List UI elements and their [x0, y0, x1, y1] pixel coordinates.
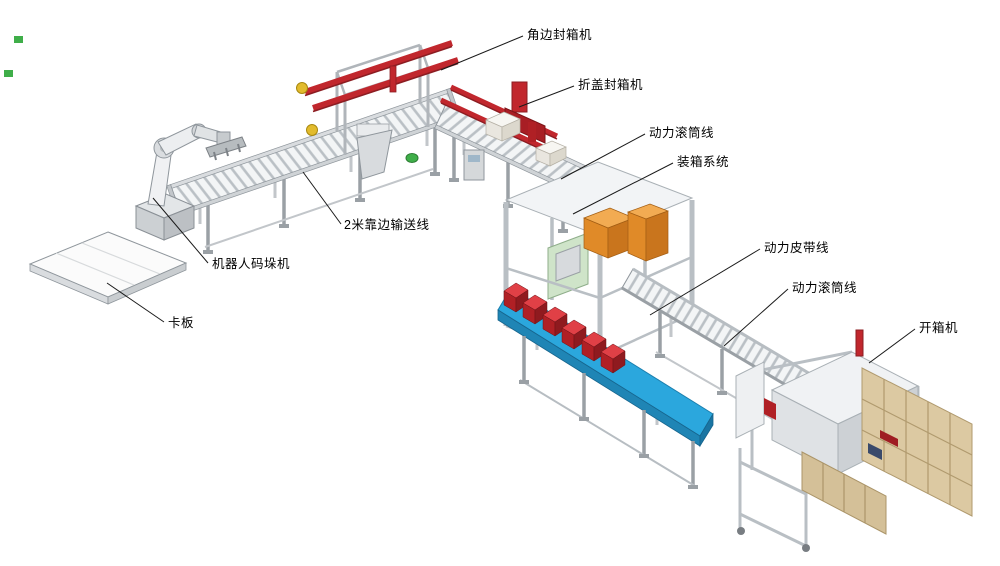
carton-erector-machine	[735, 329, 973, 552]
label-pallet: 卡板	[168, 316, 195, 330]
corner-sealer-machine	[296, 40, 459, 180]
label-corner-sealer: 角边封箱机	[527, 28, 593, 42]
orange-box	[583, 207, 635, 259]
erector-left-panel	[735, 361, 765, 439]
leader-pallet	[106, 282, 165, 323]
caster-wheel	[802, 544, 810, 552]
label-robot: 机器人码垛机	[212, 257, 291, 271]
leader-edge-conveyor	[302, 171, 342, 225]
leader-roller-2	[723, 288, 789, 347]
belt-lower-rail	[519, 379, 696, 487]
dark-part	[868, 443, 882, 460]
leader-lines	[106, 35, 916, 364]
label-edge-conveyor: 2米靠边输送线	[344, 218, 430, 232]
robot-palletizer-machine	[134, 123, 247, 241]
carton-on-line	[485, 111, 521, 142]
conveyor-lower-rail	[204, 168, 434, 248]
leader-packing	[572, 162, 674, 215]
packer-top-cover	[504, 161, 694, 237]
sealer-head-post	[511, 81, 528, 113]
flap-sealer-machine	[434, 81, 591, 233]
robot-base-side	[163, 205, 195, 241]
leader-flap-sealer	[518, 85, 575, 108]
hopper	[356, 129, 393, 180]
yellow-knob	[296, 82, 308, 94]
green-indicator	[405, 153, 419, 163]
carton-on-line	[535, 140, 567, 167]
leader-roller-1	[560, 133, 646, 180]
red-guide-rails	[304, 40, 459, 113]
red-part	[764, 398, 776, 420]
leader-corner-sealer	[440, 35, 524, 71]
pallet-board	[28, 231, 188, 305]
power-belt-conveyor	[497, 282, 714, 489]
roller2-lower-rail	[655, 351, 789, 429]
blank-magazine-panel	[861, 367, 973, 517]
orange-box	[627, 203, 669, 262]
leader-erector	[868, 328, 916, 364]
sealer-bar	[528, 122, 536, 142]
label-carton-erector: 开箱机	[919, 321, 959, 335]
red-product-boxes	[503, 282, 626, 374]
magazine-lattice	[861, 379, 973, 505]
green-mark	[4, 70, 13, 77]
red-part	[880, 430, 898, 447]
robot-gripper	[205, 136, 247, 158]
label-packing-system: 装箱系统	[677, 155, 730, 169]
label-power-belt: 动力皮带线	[764, 241, 830, 255]
green-mark	[14, 36, 23, 43]
leader-belt	[649, 248, 761, 316]
control-cabinet	[463, 149, 485, 181]
belt-end	[699, 412, 714, 448]
label-power-roller-1: 动力滚筒线	[649, 126, 715, 140]
label-flap-sealer: 折盖封箱机	[578, 78, 644, 92]
case-packing-system	[503, 161, 695, 358]
leader-robot	[152, 197, 209, 264]
belt-legs-near	[522, 336, 695, 487]
yellow-knob	[306, 124, 318, 136]
stack-lattice	[822, 463, 866, 523]
gray-unit	[555, 244, 581, 282]
red-post	[855, 329, 864, 357]
label-power-roller-2: 动力滚筒线	[792, 281, 858, 295]
caster-wheel	[737, 527, 745, 535]
